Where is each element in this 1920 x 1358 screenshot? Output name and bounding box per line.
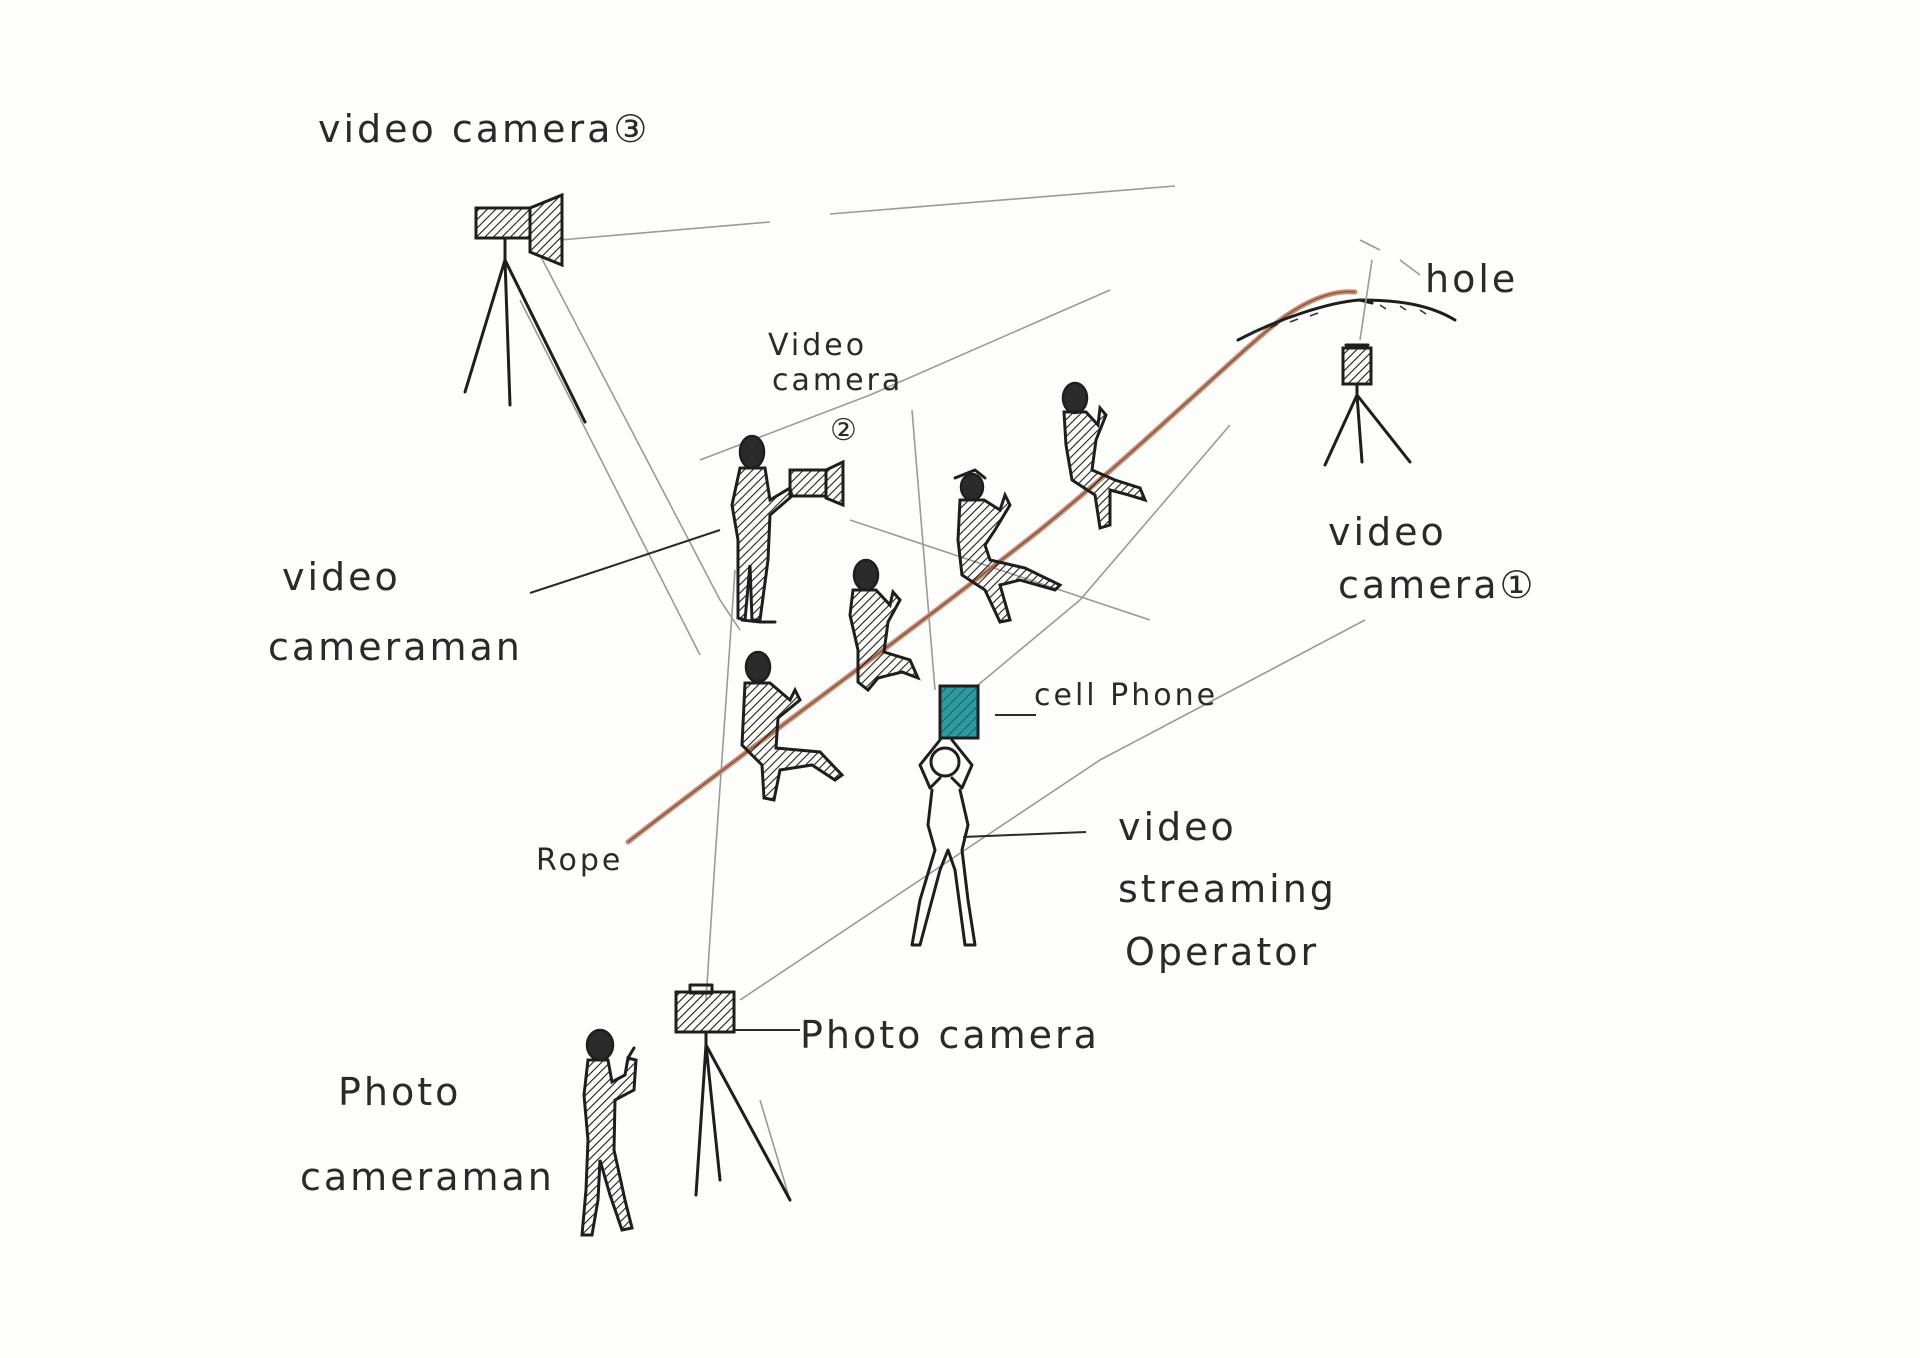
climber-3-figure — [953, 468, 1063, 624]
label-video-streaming-operator: video streaming Operator — [1118, 805, 1337, 974]
label-rope: Rope — [536, 843, 623, 878]
label-photo-cameraman: Photo cameraman — [300, 1070, 555, 1199]
climber-1-figure — [740, 650, 845, 802]
climber-2-figure — [848, 558, 921, 693]
photo-cameraman-figure — [580, 1028, 638, 1237]
svg-text:video: video — [282, 555, 401, 599]
label-video-camera-3: video camera③ — [318, 107, 650, 151]
cell-phone-icon — [938, 684, 980, 740]
photo-camera-icon — [674, 983, 792, 1202]
svg-text:Photo: Photo — [338, 1070, 461, 1114]
video-cameraman-figure — [730, 434, 794, 624]
video-camera-2-icon — [788, 459, 845, 508]
label-cell-phone: cell Phone — [1034, 678, 1218, 713]
label-video-camera-1: video camera① — [1328, 510, 1537, 607]
svg-text:cameraman: cameraman — [300, 1155, 555, 1199]
svg-text:cameraman: cameraman — [268, 625, 523, 669]
svg-text:Video: Video — [768, 328, 867, 363]
video-camera-3-icon — [463, 192, 587, 424]
label-video-camera-2: Video camera ② — [768, 328, 903, 448]
svg-text:streaming: streaming — [1118, 867, 1337, 911]
hole — [1236, 298, 1457, 342]
video-streaming-operator-figure — [910, 738, 977, 947]
label-video-cameraman: video cameraman — [268, 555, 523, 669]
video-camera-1-icon — [1323, 259, 1412, 467]
label-photo-camera: Photo camera — [800, 1013, 1100, 1057]
leader-lines — [529, 529, 1087, 1031]
svg-text:camera: camera — [772, 363, 903, 398]
climber-4-figure — [1061, 381, 1148, 530]
label-hole: hole — [1425, 257, 1518, 301]
svg-text:②: ② — [830, 413, 860, 448]
svg-text:video: video — [1328, 510, 1447, 554]
svg-text:Operator: Operator — [1125, 930, 1319, 974]
svg-text:video: video — [1118, 805, 1237, 849]
svg-text:camera①: camera① — [1338, 563, 1537, 607]
